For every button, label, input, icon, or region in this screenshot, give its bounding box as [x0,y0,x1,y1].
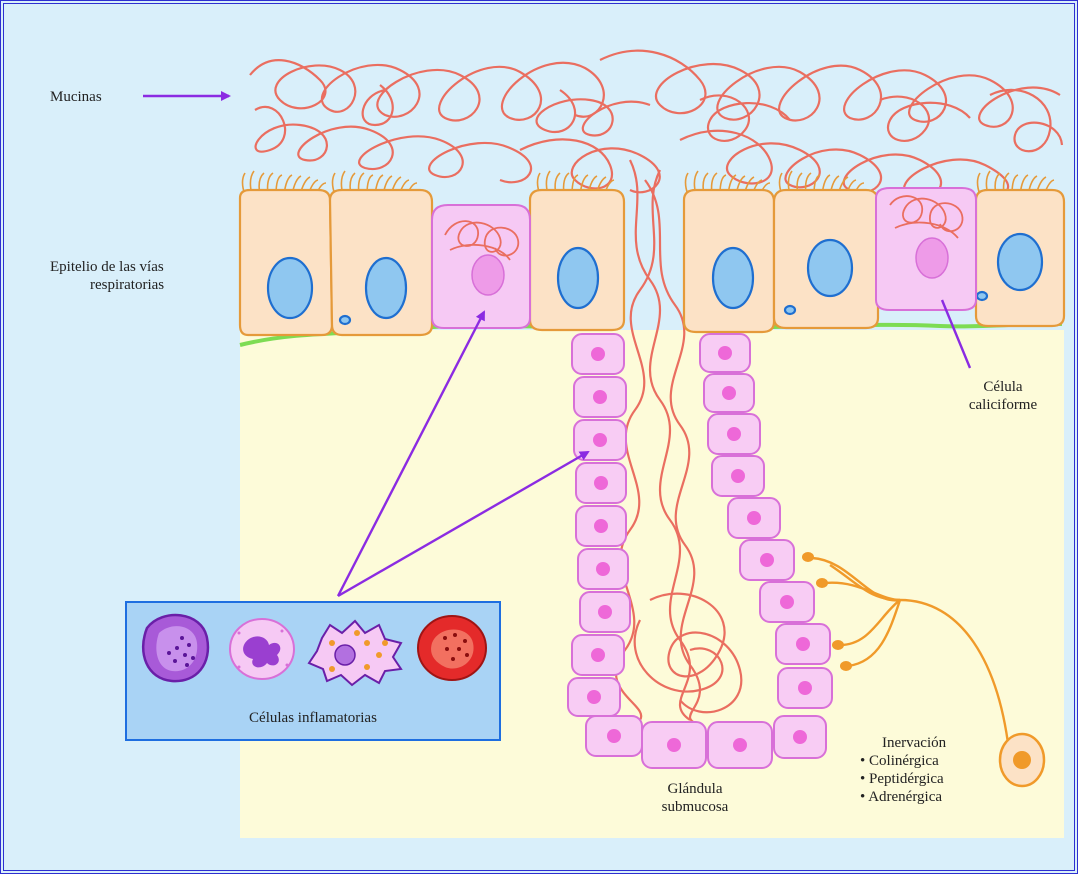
gland-cell-nucleus [718,346,732,360]
gland-cell-nucleus [593,390,607,404]
gland-cell-nucleus [594,519,608,533]
innervation-title: Inervación [860,734,1010,752]
gland-cell-nucleus [722,386,736,400]
goblet-cell-label-line1: Célula [948,378,1058,396]
mast-cell-icon [418,616,486,680]
inflammatory-cells-label: Células inflamatorias [127,709,499,727]
gland-label: Glándula submucosa [640,780,750,816]
gland-cell-nucleus [593,433,607,447]
innervation-item: Adrenérgica [860,788,1010,806]
gland-cell-nucleus [587,690,601,704]
gland-label-line2: submucosa [640,798,750,816]
innervation-item: Colinérgica [860,752,1010,770]
neutrophil-icon [230,619,294,679]
gland-cell-nucleus [607,729,621,743]
gland-cell-nucleus [598,605,612,619]
gland-cell-nucleus [780,595,794,609]
eosinophil-icon [309,621,401,685]
gland-cell-nucleus [594,476,608,490]
goblet-cell-label: Célula caliciforme [948,378,1058,414]
gland-cell-nucleus [667,738,681,752]
inflammatory-cells-box: Células inflamatorias [125,601,501,741]
gland-cell-nucleus [591,347,605,361]
gland-cell-nucleus [796,637,810,651]
macrophage-icon [143,615,208,681]
innervation-item: Peptidérgica [860,770,1010,788]
gland-cell-nucleus [793,730,807,744]
mucins-label: Mucinas [50,88,102,106]
gland-cell-nucleus [760,553,774,567]
gland-cell-nucleus [727,427,741,441]
gland-cell-nucleus [798,681,812,695]
gland-cell-nucleus [731,469,745,483]
innervation-list: Colinérgica Peptidérgica Adrenérgica [860,752,1010,806]
gland-cell-nucleus [747,511,761,525]
epithelium-label-line2: respiratorias [50,276,230,294]
gland-cell-nucleus [733,738,747,752]
innervation-label: Inervación Colinérgica Peptidérgica Adre… [860,734,1010,806]
gland-label-line1: Glándula [640,780,750,798]
inflammatory-cell-icons [127,603,499,703]
gland-cell-nucleus [591,648,605,662]
epithelium-label: Epitelio de las vías respiratorias [50,258,230,294]
epithelium-label-line1: Epitelio de las vías [50,258,230,276]
gland-cell-nucleus [596,562,610,576]
goblet-cell-label-line2: caliciforme [948,396,1058,414]
